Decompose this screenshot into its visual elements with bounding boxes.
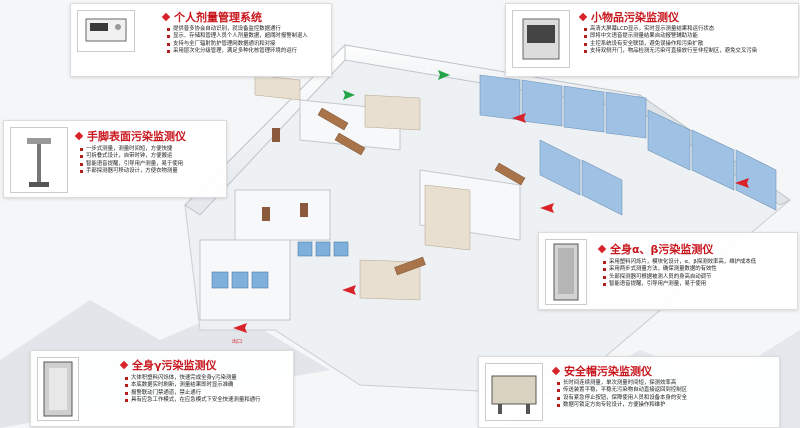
svg-text:出口: 出口 <box>232 338 242 345</box>
feature-item: 采用塑料闪烁片，模块化设计，α、β探测效率高，维护成本低 <box>603 259 756 266</box>
callout-title: 全身α、β污染监测仪 <box>610 243 714 256</box>
svg-text:出入: 出入 <box>426 68 436 75</box>
feature-item: 本底数据实时刷新，测量结果即时显示准确 <box>125 382 260 389</box>
feature-item: 高清大屏幕LCD显示，实时显示测量结果和运行状态 <box>584 26 757 33</box>
floor-label-1: 出入 <box>426 68 436 75</box>
callout-title: 个人剂量管理系统 <box>174 11 262 24</box>
feature-item: 手部探测器可移动设计，方便衣物测量 <box>80 168 183 175</box>
callout-title: 手脚表面污染监测仪 <box>87 130 186 143</box>
feature-item: 主控系统设有安全联锁，避免误操作和污染扩散 <box>584 41 757 48</box>
personal-dosimeter-image <box>77 10 135 52</box>
helmet-monitor-image <box>485 363 543 421</box>
feature-item: 采用层次化分级管理，满足多种化核管理环境的运行 <box>167 48 308 55</box>
feature-item: 采用两步式测量方法，确保测量数据的有效性 <box>603 266 756 273</box>
whole-body-gamma-monitor-image <box>37 357 79 421</box>
feature-item: 智能语音提醒，引导用户测量，易于使用 <box>603 281 756 288</box>
feature-item: 智能语音提醒，引导用户测量，易于使用 <box>80 161 183 168</box>
feature-item: 提供普多协会自动识别，就设备监控数据通行 <box>167 26 308 33</box>
callout-whole-body-alpha-beta: 全身α、β污染监测仪 采用塑料闪烁片，模块化设计，α、β探测效率高，维护成本低 … <box>538 232 798 310</box>
feature-item: 可拆叠式设计，自带时钟，方便搬运 <box>80 153 183 160</box>
floor-label-2: 出口 <box>232 338 242 345</box>
callout-whole-body-gamma: 全身γ污染监测仪 大体积塑料闪烁体，快速完成全身γ污染测量 本底数据实时刷新，测… <box>30 350 294 427</box>
callout-title: 安全帽污染监测仪 <box>564 365 652 378</box>
feature-item: 具有应急工作模式，在应急模式下安全快速测量和通行 <box>125 397 260 404</box>
feature-item: 数据可锁定方向专轮设计，方便操作和维护 <box>557 402 687 409</box>
callout-personal-dose: 个人剂量管理系统 提供普多协会自动识别，就设备监控数据通行 显示、存储和管理人员… <box>70 3 332 77</box>
feature-item: 长时间连续测量，单次测量时间短，探测效率高 <box>557 380 687 387</box>
feature-item: 设有紧急停止按钮，保障使用人员和设备本身的安全 <box>557 395 687 402</box>
feature-item: 支持双侧开门，物品检测无污染可直接放行至非控制区，避免交叉污染 <box>584 48 757 55</box>
callout-title: 全身γ污染监测仪 <box>132 359 217 372</box>
locker-bank-right <box>479 74 777 216</box>
callout-small-items: 小物品污染监测仪 高清大屏幕LCD显示，实时显示测量结果和运行状态 即将中文语音… <box>505 3 799 77</box>
hand-foot-monitor-image <box>10 127 68 193</box>
flow-arrows-green <box>343 70 450 100</box>
blue-bins <box>211 241 349 289</box>
whole-body-alpha-beta-monitor-image <box>545 239 587 305</box>
feature-item: 一步式测量，测量时间短，方便快捷 <box>80 146 183 153</box>
callout-title: 小物品污染监测仪 <box>591 11 679 24</box>
feature-item: 显示、存储和管理人员个人剂量数据，超阈时报警制退入 <box>167 33 308 40</box>
feature-item: 支持与全厂辐射防护管理网数据通讯和对接 <box>167 41 308 48</box>
callout-hand-foot: 手脚表面污染监测仪 一步式测量，测量时间短，方便快捷 可拆叠式设计，自带时钟，方… <box>3 120 227 198</box>
flow-arrows-red <box>233 113 749 333</box>
feature-item: 大体积塑料闪烁体，快速完成全身γ污染测量 <box>125 375 260 382</box>
callout-helmet: 安全帽污染监测仪 长时间连续测量，单次测量时间短，探测效率高 传送装置平稳，平稳… <box>478 356 780 428</box>
small-items-monitor-image <box>512 10 570 68</box>
feature-item: 报警联动门禁通道，禁止通行 <box>125 390 260 397</box>
feature-item: 头部探测器可根据被测人员的身高自动调节 <box>603 274 756 281</box>
feature-item: 即将中文语音提示测量结果自动报警辅助功能 <box>584 33 757 40</box>
feature-item: 传送装置平稳，平稳无污染物自动直接返回到控制区 <box>557 387 687 394</box>
